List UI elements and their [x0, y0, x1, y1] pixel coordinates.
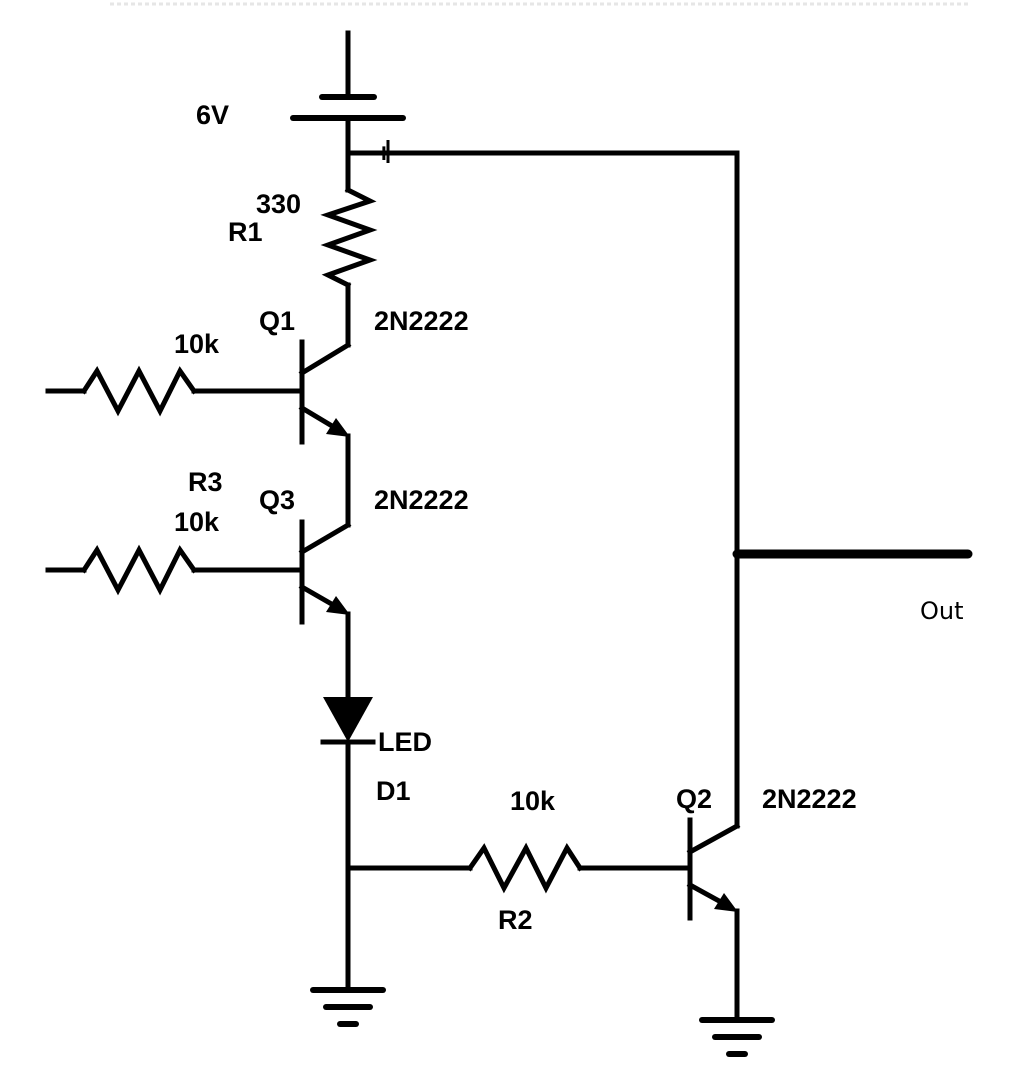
resistor-r2: [345, 842, 693, 894]
resistor-r1: [320, 150, 378, 348]
label-r3-name: R3: [188, 467, 223, 497]
label-q2-part: 2N2222: [762, 784, 857, 814]
label-r3-value: 10k: [174, 507, 220, 537]
resistor-q1-base: [45, 365, 305, 417]
led-d1: [320, 697, 376, 988]
label-q2-name: Q2: [676, 784, 712, 814]
label-q1-base-res: 10k: [174, 329, 220, 359]
transistor-q2: [686, 817, 741, 1018]
label-q3-name: Q3: [259, 485, 295, 515]
label-r2-value: 10k: [510, 786, 556, 816]
label-led-name: D1: [376, 776, 411, 806]
label-q1-name: Q1: [259, 306, 295, 336]
label-output: Out: [920, 597, 964, 625]
ground-symbol-left: [310, 987, 386, 1027]
resistor-r3: [45, 544, 305, 596]
label-battery-polarity: +: [376, 138, 392, 168]
label-r1-name: R1: [228, 217, 263, 247]
label-q3-part: 2N2222: [374, 485, 469, 515]
label-led-type: LED: [378, 727, 432, 757]
transistor-q3: [298, 519, 352, 703]
label-r2-name: R2: [498, 905, 533, 935]
transistor-q1: [298, 339, 352, 528]
label-q1-part: 2N2222: [374, 306, 469, 336]
positive-rail: [345, 150, 740, 829]
label-battery-voltage: 6V: [196, 100, 229, 130]
ground-symbol-right: [699, 1017, 775, 1057]
label-r1-value: 330: [256, 189, 301, 219]
